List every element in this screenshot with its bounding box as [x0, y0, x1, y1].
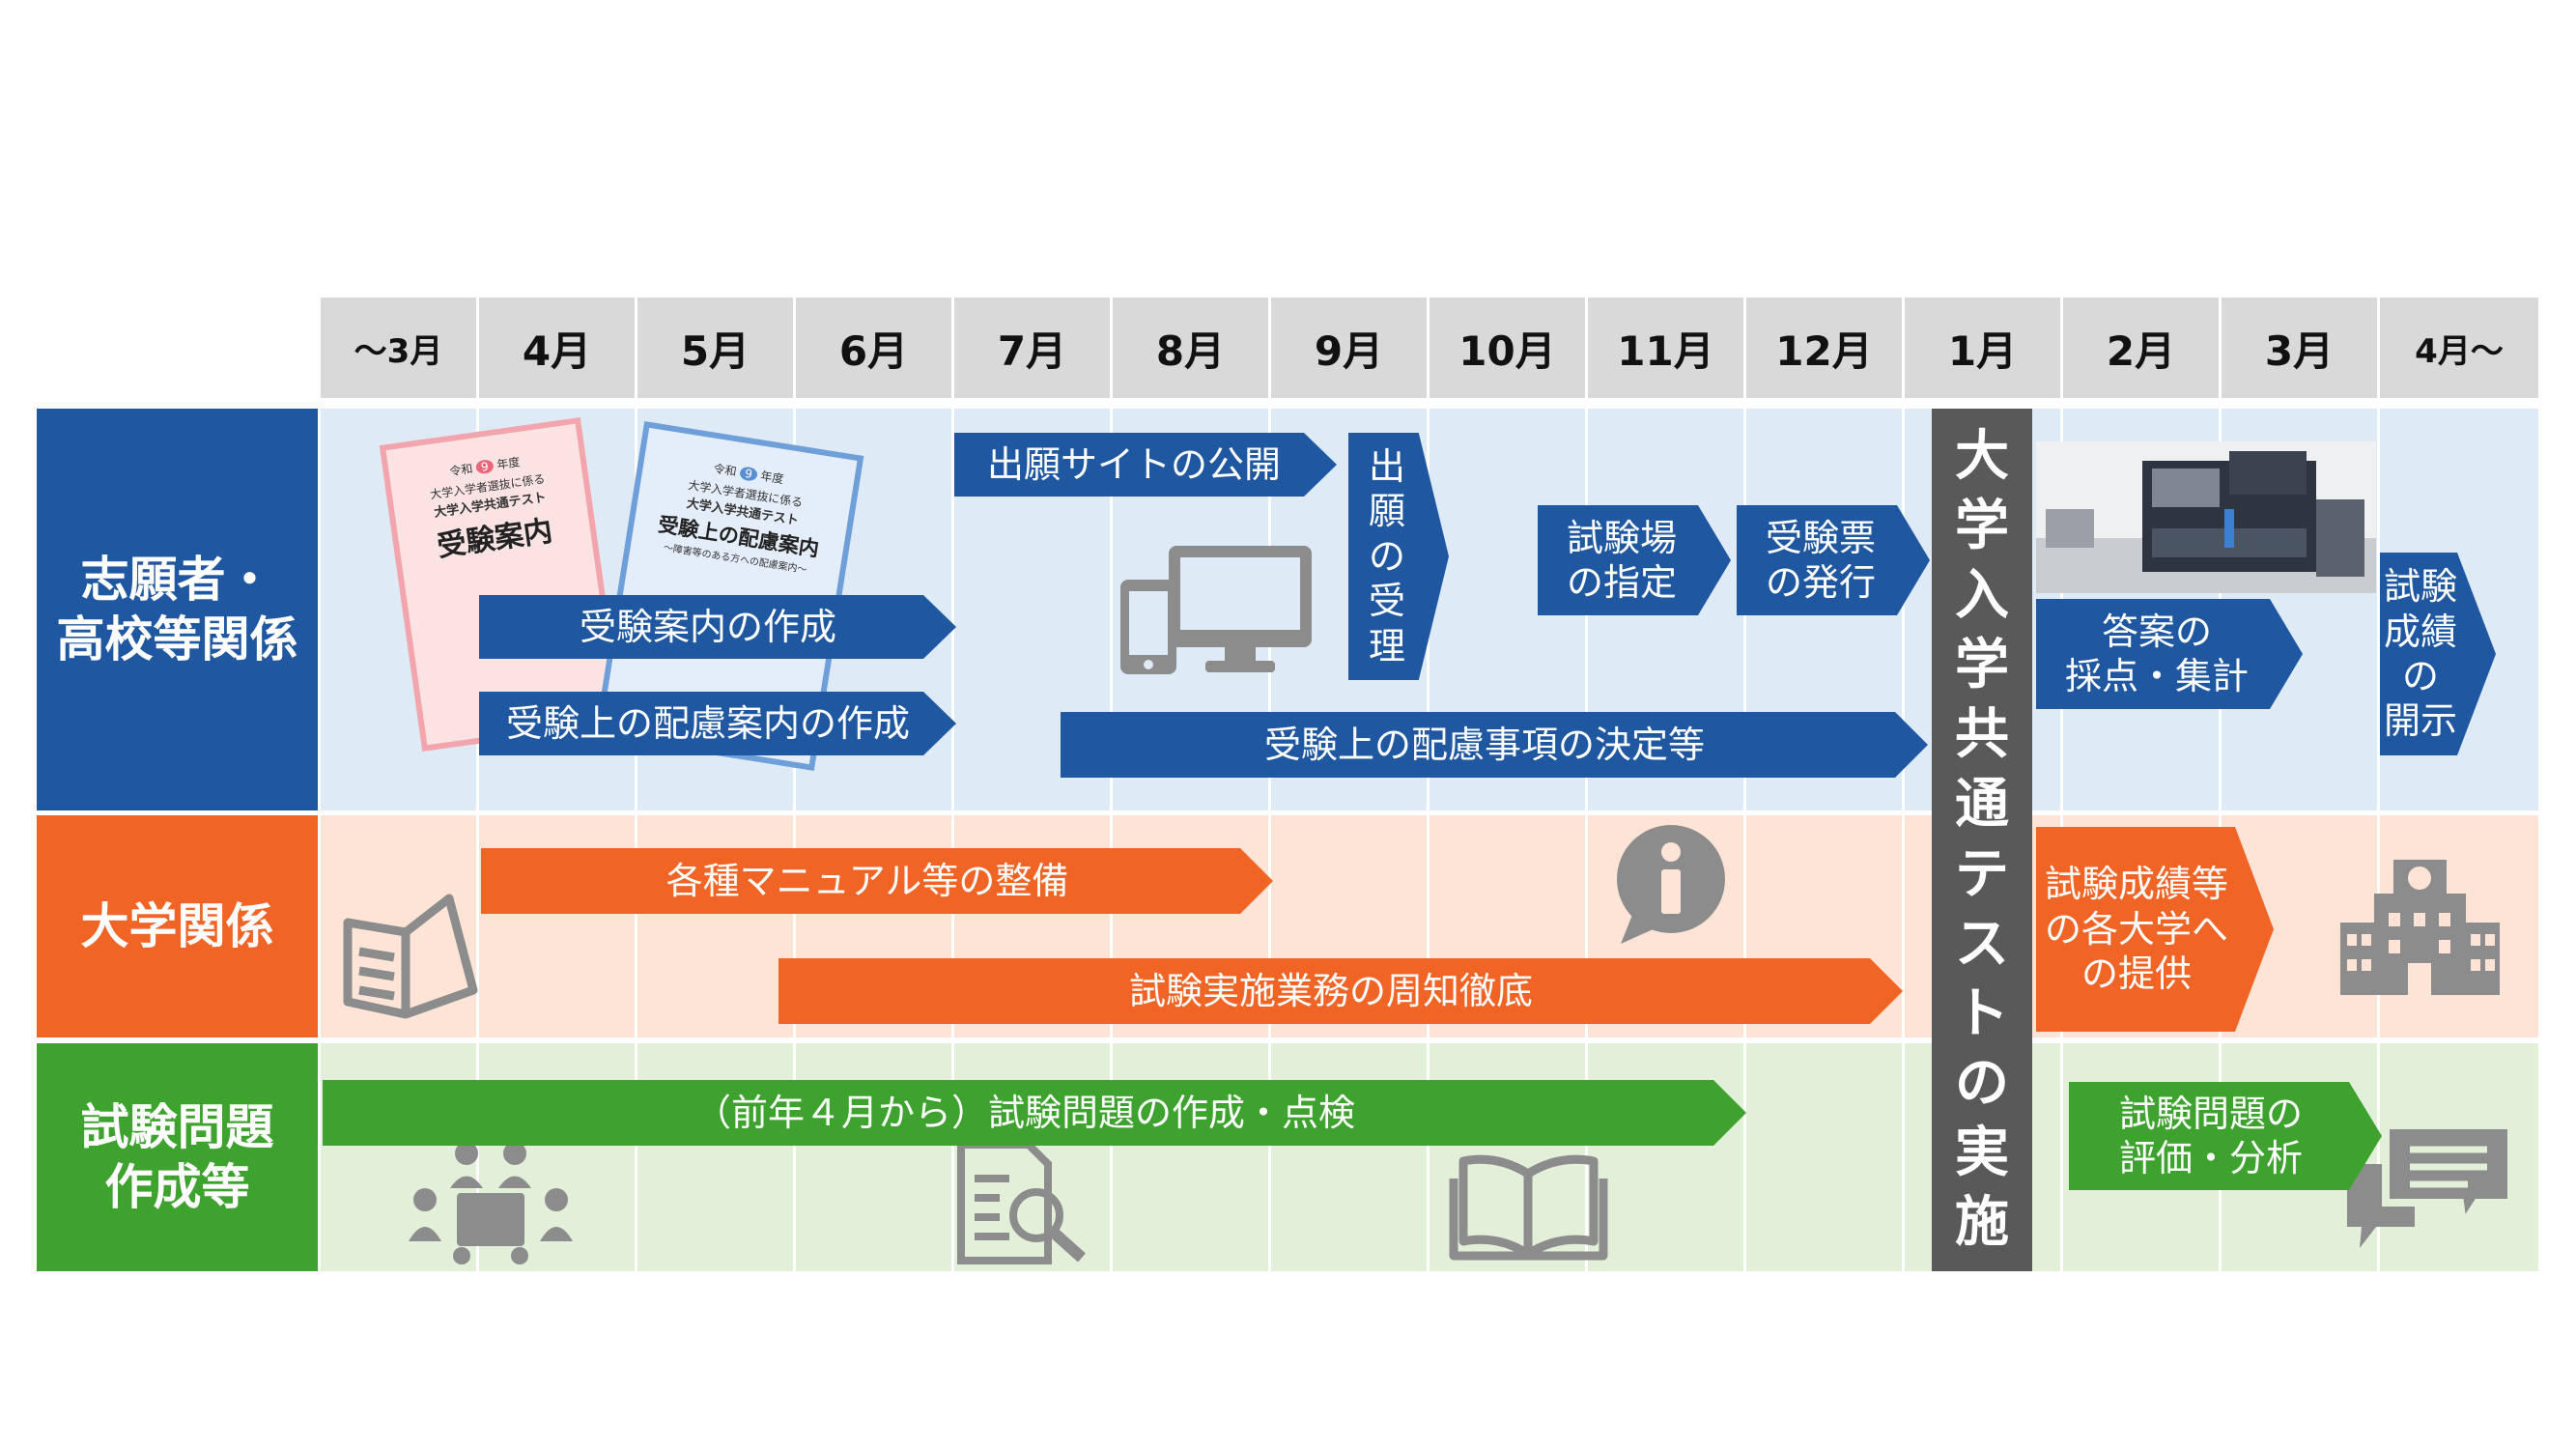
month-cell: 12月: [1746, 298, 1902, 398]
grading-machine-image: [2036, 441, 2376, 593]
document-search-icon: [951, 1140, 1096, 1265]
month-cell: 3月: [2222, 298, 2377, 398]
arrow-grading: 答案の採点・集計: [2036, 599, 2303, 709]
open-book-icon: [1449, 1150, 1608, 1261]
gridline: [951, 409, 954, 1271]
month-cell: 1月: [1905, 298, 2060, 398]
month-cell: 4月: [479, 298, 635, 398]
gridline: [1585, 409, 1588, 1271]
arrow-evaluate: 試験問題の評価・分析: [2069, 1082, 2382, 1190]
arrow-accept-application: 出願の受理: [1348, 433, 1449, 680]
month-cell: 6月: [796, 298, 951, 398]
row-label-applicants: 志願者・ 高校等関係: [37, 409, 318, 810]
center-char: 入: [1955, 564, 2009, 628]
center-char: 学: [1955, 495, 2009, 558]
row-label-university: 大学関係: [37, 815, 318, 1037]
center-char: 通: [1955, 773, 2009, 837]
month-cell: 4月～: [2380, 298, 2538, 398]
arrow-create-check: （前年４月から）試験問題の作成・点検: [323, 1080, 1746, 1146]
computer-icon: [1120, 541, 1314, 676]
arrow-notify: 試験実施業務の周知徹底: [778, 958, 1903, 1024]
arrow-site-open: 出願サイトの公開: [954, 433, 1337, 497]
row-label-line: 大学関係: [80, 897, 274, 954]
meeting-icon: [404, 1140, 578, 1265]
center-exam-column: 大 学 入 学 共 通 テ ス ト の 実 施: [1932, 409, 2032, 1271]
month-cell: 5月: [637, 298, 793, 398]
chat-icon: [2342, 1121, 2516, 1256]
row-label-line: 高校等関係: [56, 611, 298, 668]
manual-book-icon: [338, 884, 488, 1019]
month-cell: 2月: [2063, 298, 2219, 398]
arrow-guide-create: 受験案内の作成: [479, 595, 956, 659]
arrow-venue-designation: 試験場の指定: [1538, 505, 1731, 615]
center-char: ト: [1955, 981, 2009, 1045]
row-label-line: 作成等: [104, 1159, 250, 1215]
gridline: [1902, 409, 1905, 1271]
center-char: 大: [1955, 425, 2009, 489]
center-char: 施: [1955, 1190, 2009, 1254]
row-label-questions: 試験問題 作成等: [37, 1043, 318, 1271]
center-char: の: [1955, 1051, 2009, 1115]
info-icon: [1611, 823, 1731, 945]
gridline: [793, 409, 796, 1271]
arrow-provide-results: 試験成績等の各大学への提供: [2036, 827, 2274, 1032]
month-cell: 8月: [1113, 298, 1268, 398]
row-label-line: 試験問題: [80, 1098, 274, 1155]
center-char: 実: [1955, 1121, 2009, 1184]
month-cell: ～3月: [321, 298, 476, 398]
center-char: テ: [1955, 842, 2009, 906]
center-char: ス: [1955, 912, 2009, 976]
gridline: [1427, 409, 1430, 1271]
university-building-icon: [2335, 855, 2505, 998]
month-cell: 11月: [1588, 298, 1743, 398]
arrow-manuals: 各種マニュアル等の整備: [481, 848, 1273, 914]
gridline: [476, 409, 479, 1271]
arrow-consideration-guide: 受験上の配慮案内の作成: [479, 692, 956, 755]
center-char: 学: [1955, 634, 2009, 697]
row-label-line: 志願者・: [80, 551, 274, 608]
gridline: [1743, 409, 1746, 1271]
gridline: [2377, 409, 2380, 1271]
gridline: [1110, 409, 1113, 1271]
center-char: 共: [1955, 703, 2009, 767]
arrow-consideration-decide: 受験上の配慮事項の決定等: [1061, 712, 1928, 778]
month-cell: 10月: [1430, 298, 1585, 398]
month-cell: 7月: [954, 298, 1110, 398]
gridline: [635, 409, 637, 1271]
month-cell: 9月: [1271, 298, 1427, 398]
arrow-ticket-issue: 受験票の発行: [1737, 505, 1930, 615]
gridline: [1268, 409, 1271, 1271]
